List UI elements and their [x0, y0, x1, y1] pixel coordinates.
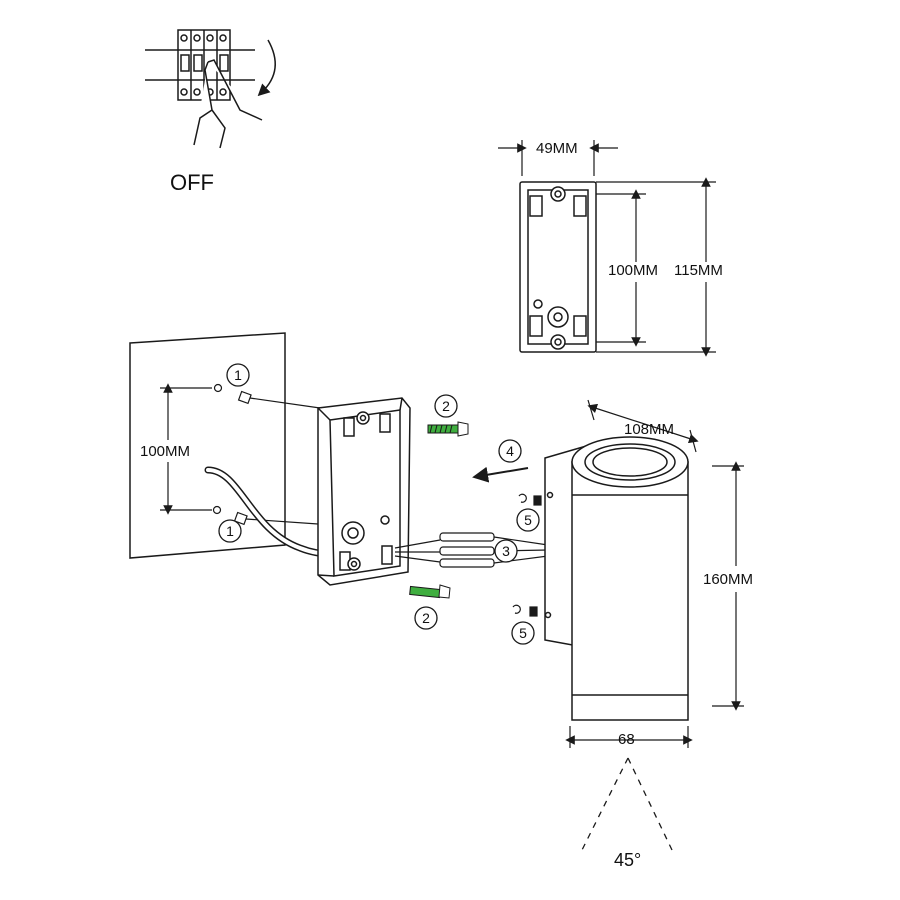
screw-lower-icon	[409, 584, 451, 599]
plate-height-label: 115MM	[674, 262, 723, 279]
circuit-breaker	[145, 29, 255, 101]
lamp-dimension-lines	[565, 399, 744, 748]
step-5-lower: 5	[519, 625, 527, 641]
hand-icon	[193, 59, 263, 149]
step-2-upper: 2	[442, 398, 450, 414]
step-4: 4	[506, 443, 514, 459]
attach-arrow-icon	[472, 466, 529, 483]
beam-angle-lines	[581, 757, 673, 851]
step-1-upper: 1	[234, 367, 242, 383]
wall-dimension-line	[160, 383, 212, 515]
step-circles	[218, 363, 540, 645]
step-1-lower: 1	[226, 523, 234, 539]
step-3: 3	[502, 543, 510, 559]
plate-width-label: 49MM	[536, 140, 578, 157]
wire-connectors	[394, 532, 549, 568]
wall-lamp	[544, 436, 689, 721]
screw-upper-icon	[427, 421, 469, 437]
lamp-depth-label: 108MM	[624, 421, 675, 438]
step-5-upper: 5	[524, 512, 532, 528]
mounting-plate-front	[519, 181, 597, 353]
set-screw-upper-icon	[518, 493, 542, 506]
lamp-diameter-label: 68	[618, 731, 635, 748]
set-screw-lower-icon	[512, 604, 538, 617]
plate-dimension-lines	[498, 140, 716, 357]
step-2-lower: 2	[422, 610, 430, 626]
mounting-plate-perspective	[317, 397, 411, 586]
wall-hole-spacing-label: 100MM	[140, 443, 191, 460]
rotate-arrow-icon	[257, 39, 276, 97]
plate-hole-spacing-label: 100MM	[608, 262, 659, 279]
off-label: OFF	[170, 170, 214, 195]
lamp-height-label: 160MM	[703, 571, 754, 588]
beam-angle-label: 45°	[614, 850, 642, 870]
